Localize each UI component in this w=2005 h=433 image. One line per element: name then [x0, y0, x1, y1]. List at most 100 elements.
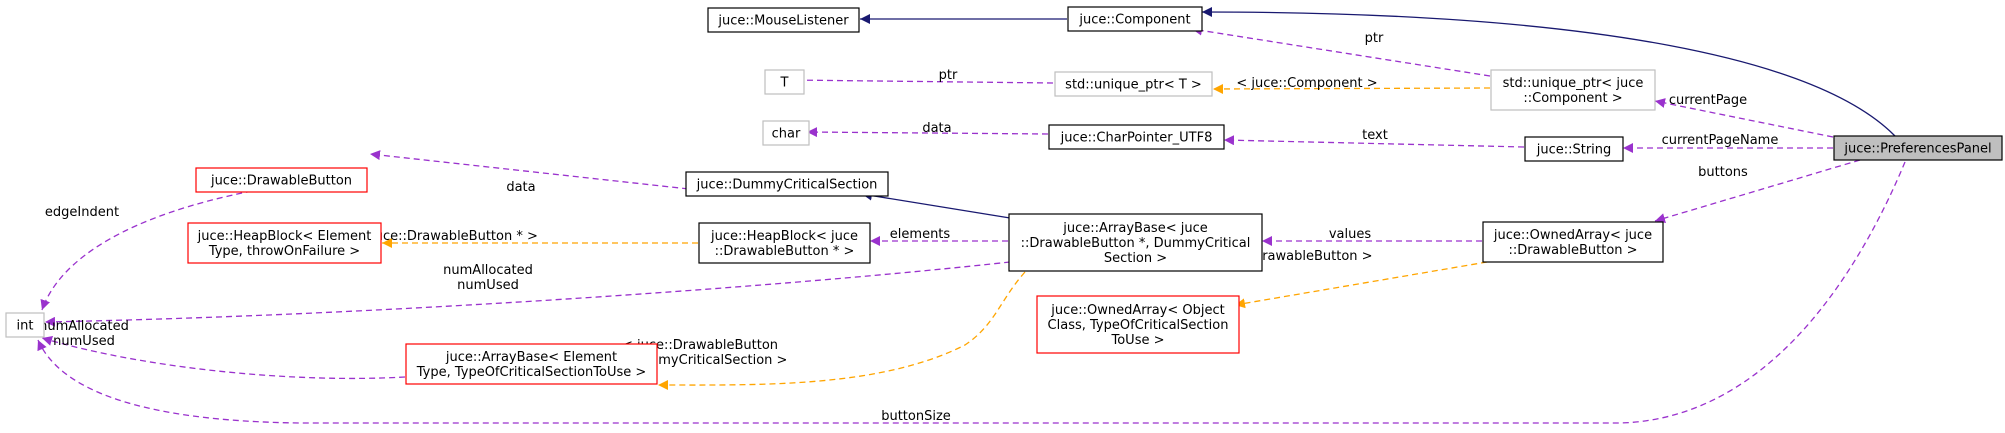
edge-int-to-drawablebutton-edgeindent: edgeIndent: [40, 190, 253, 311]
node-arraybase-generic-box: [405, 343, 658, 385]
edge-label-data-drawable: data: [506, 180, 535, 195]
node-heapblock-generic-label-1: Type, throwOnFailure >: [208, 244, 360, 259]
node-unique-ptr-t-label-0: std::unique_ptr< T >: [1065, 78, 1202, 93]
node-ownedarray-generic-label-1: Class, TypeOfCriticalSection: [1048, 318, 1229, 333]
edge-arraybase-to-heapblock-elements: elements: [870, 227, 1008, 246]
node-heapblock-drawable-label-1: ::DrawableButton * >: [715, 244, 855, 259]
node-heapblock-generic-label-0: juce::HeapBlock< Element: [197, 229, 372, 244]
node-unique-ptr-component-box: [1490, 69, 1656, 111]
node-dummy-critical-section-label-0: juce::DummyCriticalSection: [696, 178, 878, 193]
node-drawable-button-label-0: juce::DrawableButton: [210, 174, 352, 189]
node-heapblock-drawable-label-0: juce::HeapBlock< juce: [710, 229, 858, 244]
node-arraybase-drawable-label-2: Section >: [1104, 251, 1167, 266]
node-char-label-0: char: [772, 127, 801, 142]
edge-label-unique-ptr-template-line-0: < juce::Component >: [1236, 76, 1377, 91]
node-heapblock-drawable-box: [698, 222, 871, 264]
edge-label-data-char-line-0: data: [922, 121, 951, 136]
edge-template-heapblock: < juce::DrawableButton * >: [356, 229, 698, 248]
edge-label-current-page-line-0: currentPage: [1669, 93, 1747, 108]
edge-int-to-preferencespanel-buttonsize: buttonSize: [37, 161, 1906, 424]
edge-label-button-size: buttonSize: [881, 409, 951, 424]
node-charpointer-utf8-label-0: juce::CharPointer_UTF8: [1060, 131, 1213, 146]
node-preferences-panel-box: [1833, 135, 2003, 161]
edge-label-num-allocated-a-line-0: numAllocated: [443, 263, 533, 278]
edge-uniqueptr-component-to-component-ptr: ptr: [1191, 25, 1491, 77]
edge-label-ptr-t-line-0: ptr: [939, 68, 958, 83]
edge-preferencespanel-to-component: [1201, 7, 1896, 137]
edge-label-ptr-component: ptr: [1365, 31, 1384, 46]
node-dummy-critical-section[interactable]: juce::DummyCriticalSection: [685, 171, 889, 197]
edge-label-ptr-t: ptr: [939, 68, 958, 83]
edge-label-heapblock-template: < juce::DrawableButton * >: [356, 229, 538, 244]
edge-preferencespanel-to-string-currentpagename: currentPageName: [1623, 133, 1833, 153]
edge-label-values-line-0: values: [1329, 227, 1372, 242]
node-arraybase-drawable-label-0: juce::ArrayBase< juce: [1062, 221, 1207, 236]
node-component-label-0: juce::Component: [1078, 13, 1190, 28]
node-string[interactable]: juce::String: [1524, 136, 1624, 162]
node-drawable-button-box: [195, 167, 368, 193]
edge-label-edge-indent: edgeIndent: [45, 205, 119, 220]
node-arraybase-generic-label-1: Type, TypeOfCriticalSectionToUse >: [416, 365, 647, 380]
node-int-box: [5, 312, 45, 338]
node-preferences-panel[interactable]: juce::PreferencesPanel: [1833, 135, 2003, 161]
node-charpointer-utf8-box: [1048, 124, 1225, 150]
node-ownedarray-drawable-box: [1482, 221, 1664, 263]
edge-label-current-page-name: currentPageName: [1662, 133, 1779, 148]
node-t-box: [764, 69, 805, 95]
edge-label-num-allocated-a-line-1: numUsed: [457, 278, 519, 293]
node-ownedarray-drawable-label-1: ::DrawableButton >: [1508, 243, 1637, 258]
node-unique-ptr-t[interactable]: std::unique_ptr< T >: [1054, 71, 1213, 97]
node-arraybase-drawable[interactable]: juce::ArrayBase< juce::DrawableButton *,…: [1008, 213, 1263, 272]
node-ownedarray-generic-box: [1036, 295, 1240, 354]
node-ownedarray-drawable[interactable]: juce::OwnedArray< juce::DrawableButton >: [1482, 221, 1664, 263]
edge-label-heapblock-template-line-0: < juce::DrawableButton * >: [356, 229, 538, 244]
edge-label-text: text: [1362, 128, 1388, 143]
node-ownedarray-generic-label-2: ToUse >: [1111, 333, 1165, 348]
node-char[interactable]: char: [762, 120, 810, 146]
edge-label-buttons-line-0: buttons: [1698, 165, 1748, 180]
node-heapblock-generic-box: [187, 222, 382, 264]
node-arraybase-drawable-box: [1008, 213, 1263, 272]
edge-string-to-charpointer-text: text: [1223, 128, 1525, 148]
edge-label-data-drawable-line-0: data: [506, 180, 535, 195]
node-heapblock-drawable[interactable]: juce::HeapBlock< juce::DrawableButton * …: [698, 222, 871, 264]
edge-label-buttons: buttons: [1698, 165, 1748, 180]
edge-preferencespanel-to-ownedarray-buttons: buttons: [1654, 159, 1861, 223]
node-charpointer-utf8[interactable]: juce::CharPointer_UTF8: [1048, 124, 1225, 150]
edge-charpointer-to-char-data: data: [806, 121, 1049, 138]
edge-label-unique-ptr-template: < juce::Component >: [1236, 76, 1377, 91]
node-mouse-listener-label-0: juce::MouseListener: [717, 14, 849, 29]
edge-label-text-line-0: text: [1362, 128, 1388, 143]
node-int-label-0: int: [17, 319, 34, 334]
node-unique-ptr-component[interactable]: std::unique_ptr< juce::Component >: [1490, 69, 1656, 111]
node-int[interactable]: int: [5, 312, 45, 338]
node-unique-ptr-component-label-0: std::unique_ptr< juce: [1503, 76, 1644, 91]
node-dummy-critical-section-box: [685, 171, 889, 197]
node-drawable-button[interactable]: juce::DrawableButton: [195, 167, 368, 193]
edge-arraybase-to-dummycriticalsection: [861, 190, 1011, 219]
edge-label-button-size-line-0: buttonSize: [881, 409, 951, 424]
edge-preferencespanel-to-uniqueptr-currentpage: currentPage: [1654, 93, 1834, 138]
edge-template-arraybase: < juce::DrawableButton*, DummyCriticalSe…: [613, 271, 1026, 391]
node-unique-ptr-t-box: [1054, 71, 1213, 97]
node-unique-ptr-component-label-1: ::Component >: [1523, 91, 1622, 106]
edge-template-uniqueptr-component: < juce::Component >: [1212, 76, 1491, 94]
edge-label-num-allocated-b-line-1: numUsed: [53, 334, 115, 349]
node-mouse-listener[interactable]: juce::MouseListener: [707, 7, 860, 33]
node-ownedarray-generic-label-0: juce::OwnedArray< Object: [1050, 303, 1225, 318]
edge-label-ptr-component-line-0: ptr: [1365, 31, 1384, 46]
node-component-box: [1067, 6, 1203, 32]
node-char-box: [762, 120, 810, 146]
node-ownedarray-drawable-label-0: juce::OwnedArray< juce: [1493, 228, 1652, 243]
node-string-box: [1524, 136, 1624, 162]
edge-ownedarray-to-arraybase-values: values: [1262, 227, 1482, 246]
node-t[interactable]: T: [764, 69, 805, 95]
node-component[interactable]: juce::Component: [1067, 6, 1203, 32]
